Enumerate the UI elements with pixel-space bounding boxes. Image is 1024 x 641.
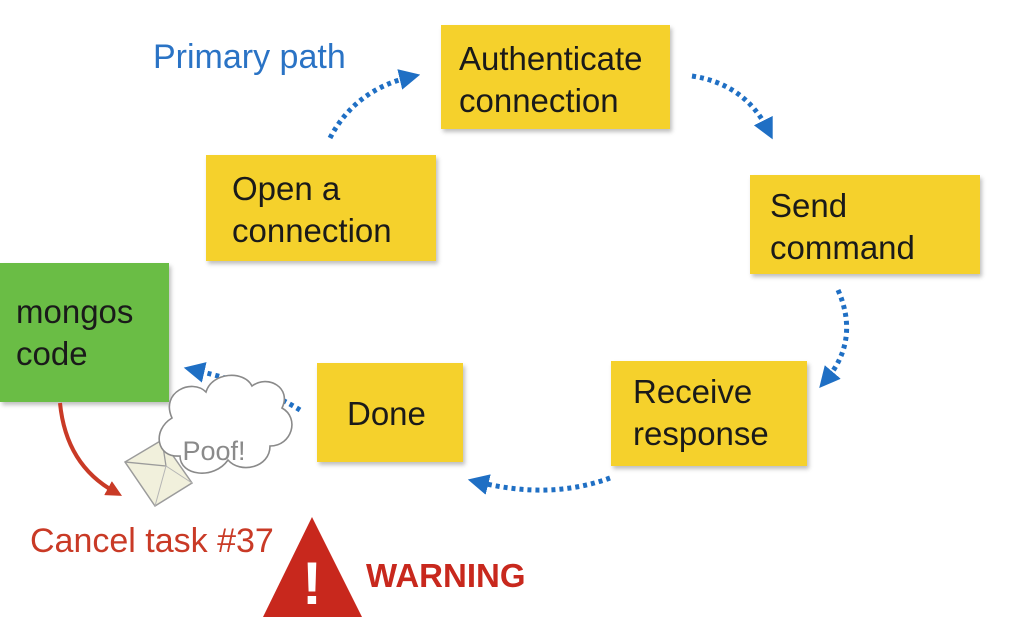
mongos-text-line: mongos (16, 293, 134, 330)
mongos-text-line: code (16, 335, 88, 373)
envelope-icon (123, 438, 194, 508)
step-receive-response: Receive response (611, 361, 807, 466)
mongos-code-box: mongos code (0, 263, 169, 402)
step-open-connection: Open a connection (206, 155, 436, 261)
cancel-task-label: Cancel task #37 (30, 522, 274, 560)
warning-label: WARNING (366, 557, 526, 594)
arrow-cancel (58, 402, 123, 496)
arrow-send-to-receive (819, 288, 850, 389)
step-send-command: Send command (750, 175, 980, 274)
step-text-line: Receive (633, 373, 753, 410)
step-done: Done (317, 363, 463, 462)
warning-symbol: ! (302, 550, 322, 617)
step-text-line: response (633, 415, 769, 453)
step-text-line: connection (232, 212, 392, 250)
arrow-done-to-mongos (183, 362, 302, 413)
primary-path-label: Primary path (153, 38, 346, 76)
step-text-line: Done (347, 395, 426, 432)
step-text-line: Open a (232, 170, 341, 207)
step-text-line: connection (459, 82, 619, 120)
warning-triangle-icon (263, 517, 362, 617)
arrow-receive-to-done (467, 474, 611, 495)
arrow-open-to-auth (327, 69, 421, 140)
step-text-line: Authenticate (459, 40, 643, 77)
step-text-line: command (770, 229, 915, 267)
step-authenticate-connection: Authenticate connection (441, 25, 670, 129)
poof-text: Poof! (182, 436, 245, 466)
cloud-icon (158, 374, 293, 474)
step-text-line: Send (770, 187, 848, 224)
arrow-auth-to-send (691, 73, 773, 140)
